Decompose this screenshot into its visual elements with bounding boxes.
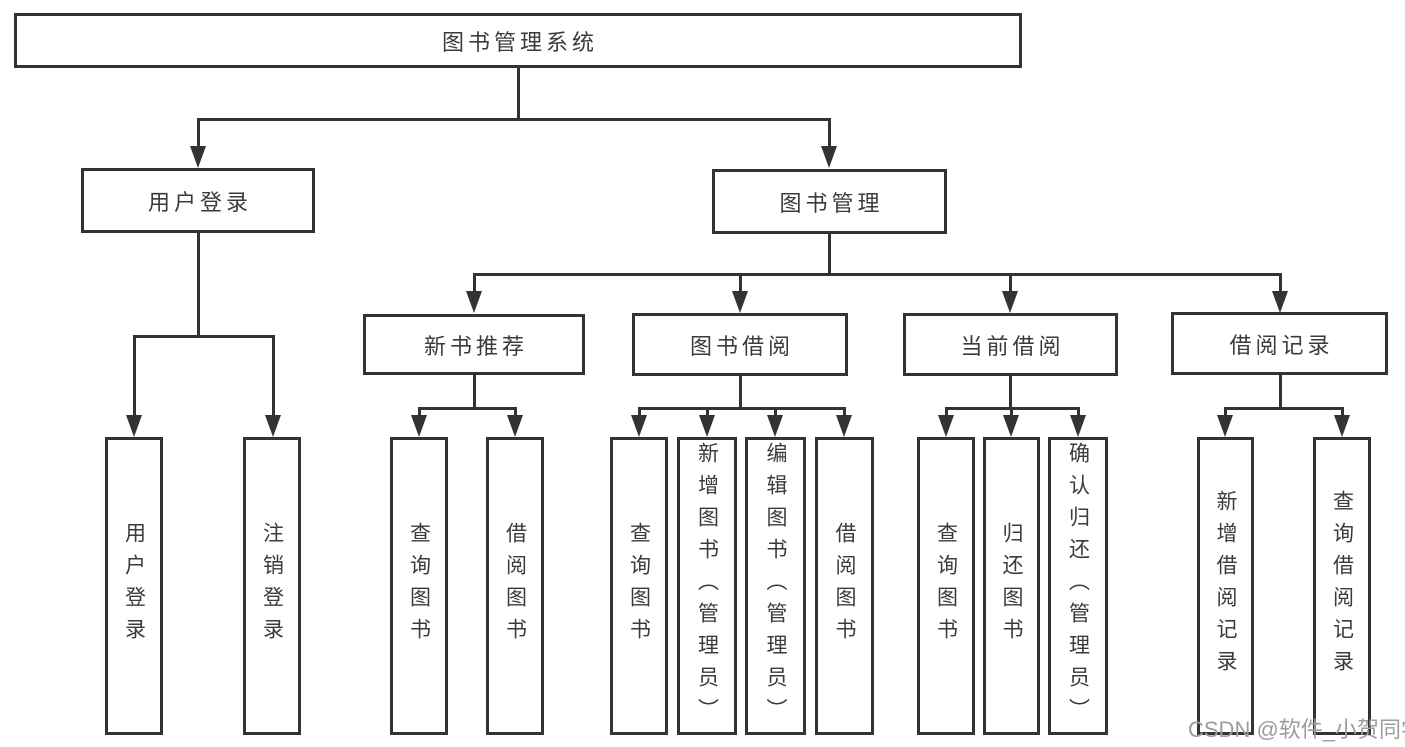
node-leaf-borrow-edit: 编辑图书（管理员） xyxy=(745,437,806,735)
node-leaf-current-confirm: 确认归还（管理员） xyxy=(1048,437,1108,735)
arrow-down-icon xyxy=(507,415,523,437)
node-label: 图书管理 xyxy=(779,190,884,216)
node-book-mgmt: 图书管理 xyxy=(712,169,947,234)
connector-line xyxy=(197,118,200,148)
csdn-watermark: CSDN @软件_小贺同学 xyxy=(1188,717,1405,742)
node-label: 查询图书 xyxy=(407,522,431,650)
connector-line xyxy=(133,335,275,338)
connector-line xyxy=(197,233,200,338)
connector-line xyxy=(133,335,136,417)
connector-line xyxy=(843,407,846,417)
arrow-down-icon xyxy=(1272,291,1288,313)
connector-line xyxy=(739,273,742,293)
arrow-down-icon xyxy=(1003,415,1019,437)
arrow-down-icon xyxy=(836,415,852,437)
connector-line xyxy=(272,335,275,417)
node-label: 新增借阅记录 xyxy=(1214,490,1237,682)
arrow-down-icon xyxy=(767,415,783,437)
node-label: 归还图书 xyxy=(1000,522,1023,650)
arrow-down-icon xyxy=(466,291,482,313)
arrow-down-icon xyxy=(1217,415,1233,437)
node-label: 确认归还（管理员） xyxy=(1066,442,1090,730)
node-leaf-records-add: 新增借阅记录 xyxy=(1197,437,1254,735)
connector-line xyxy=(1009,273,1012,293)
connector-line xyxy=(945,407,948,417)
node-leaf-user-login: 用户登录 xyxy=(105,437,163,735)
connector-line xyxy=(1010,407,1013,417)
arrow-down-icon xyxy=(938,415,954,437)
node-leaf-current-return: 归还图书 xyxy=(983,437,1040,735)
connector-line xyxy=(1224,407,1344,410)
connector-line xyxy=(1224,407,1227,417)
arrow-down-icon xyxy=(1070,415,1086,437)
node-leaf-newbook-borrow: 借阅图书 xyxy=(486,437,544,735)
connector-line xyxy=(1341,407,1344,417)
arrow-down-icon xyxy=(1002,291,1018,313)
arrow-down-icon xyxy=(190,146,206,168)
node-root: 图书管理系统 xyxy=(14,13,1022,68)
node-leaf-records-query: 查询借阅记录 xyxy=(1313,437,1371,735)
node-label: 新增图书（管理员） xyxy=(695,442,719,730)
node-label: 注销登录 xyxy=(260,522,284,650)
connector-line xyxy=(473,273,476,293)
arrow-down-icon xyxy=(1334,415,1350,437)
node-leaf-borrow-borrow: 借阅图书 xyxy=(815,437,874,735)
node-leaf-logout: 注销登录 xyxy=(243,437,301,735)
node-label: 图书借阅 xyxy=(689,333,794,359)
node-user-login: 用户登录 xyxy=(81,168,315,233)
node-new-book-rec: 新书推荐 xyxy=(363,314,585,375)
connector-line xyxy=(1279,273,1282,293)
connector-line xyxy=(638,407,641,417)
connector-line xyxy=(517,68,520,121)
connector-line xyxy=(1009,376,1012,410)
node-book-borrow: 图书借阅 xyxy=(632,313,848,376)
connector-line xyxy=(197,118,831,121)
node-label: 当前借阅 xyxy=(960,333,1065,359)
node-leaf-borrow-add: 新增图书（管理员） xyxy=(677,437,737,735)
connector-line xyxy=(739,376,742,410)
node-label: 用户登录 xyxy=(147,189,252,215)
arrow-down-icon xyxy=(821,146,837,168)
connector-line xyxy=(473,273,1282,276)
node-leaf-borrow-query: 查询图书 xyxy=(610,437,668,735)
node-label: 借阅记录 xyxy=(1229,332,1334,358)
node-label: 查询借阅记录 xyxy=(1330,490,1354,682)
node-label: 查询图书 xyxy=(934,522,958,650)
node-label: 新书推荐 xyxy=(423,333,528,359)
node-label: 借阅图书 xyxy=(833,522,856,650)
arrow-down-icon xyxy=(265,415,281,437)
connector-line xyxy=(828,234,831,276)
connector-line xyxy=(514,407,517,417)
connector-line xyxy=(638,407,846,410)
arrow-down-icon xyxy=(126,415,142,437)
node-borrow-records: 借阅记录 xyxy=(1171,312,1388,375)
arrow-down-icon xyxy=(699,415,715,437)
node-leaf-newbook-query: 查询图书 xyxy=(390,437,448,735)
connector-line xyxy=(418,407,421,417)
node-label: 借阅图书 xyxy=(503,522,527,650)
connector-line xyxy=(473,375,476,410)
connector-line xyxy=(1077,407,1080,417)
connector-line xyxy=(828,118,831,148)
arrow-down-icon xyxy=(631,415,647,437)
node-leaf-current-query: 查询图书 xyxy=(917,437,975,735)
node-current-borrow: 当前借阅 xyxy=(903,313,1118,376)
connector-line xyxy=(1279,375,1282,410)
node-label: 用户登录 xyxy=(122,522,146,650)
connector-line xyxy=(774,407,777,417)
node-label: 图书管理系统 xyxy=(441,29,598,55)
node-label: 查询图书 xyxy=(627,522,651,650)
arrow-down-icon xyxy=(411,415,427,437)
connector-line xyxy=(418,407,517,410)
arrow-down-icon xyxy=(732,291,748,313)
node-label: 编辑图书（管理员） xyxy=(764,442,787,730)
connector-line xyxy=(706,407,709,417)
